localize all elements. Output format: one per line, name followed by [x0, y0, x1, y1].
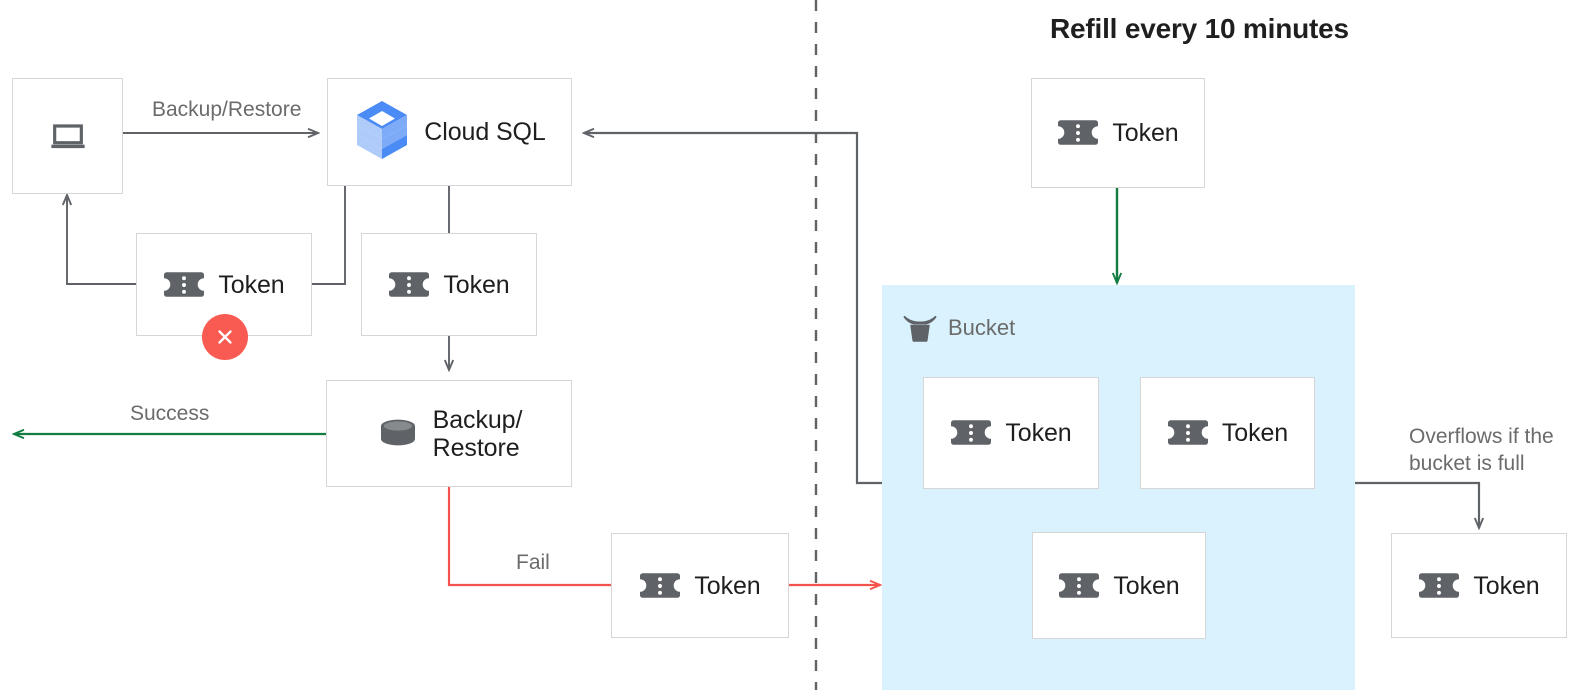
token-icon — [639, 569, 681, 603]
laptop-icon — [48, 116, 88, 156]
token-icon — [1418, 569, 1460, 603]
bucket-header: Bucket — [903, 312, 1015, 344]
edge-label-fail: Fail — [516, 551, 550, 574]
token-icon — [1057, 116, 1099, 150]
node-label: Token — [1113, 571, 1180, 600]
node-label: Token — [443, 270, 510, 299]
token-icon — [163, 268, 205, 302]
token-icon — [1167, 416, 1209, 450]
edge-label-overflow: Overflows if the bucket is full — [1409, 425, 1554, 475]
database-icon — [376, 415, 420, 453]
edge-label-backup-restore: Backup/Restore — [152, 98, 302, 121]
error-badge — [202, 314, 248, 360]
node-backup-restore[interactable]: Backup/ Restore — [326, 380, 572, 487]
cloud-sql-icon — [353, 99, 411, 165]
node-label: Cloud SQL — [424, 118, 546, 146]
node-label: Token — [1005, 419, 1072, 447]
node-cloud-sql[interactable]: Cloud SQL — [327, 78, 572, 186]
node-token-failed[interactable]: Token — [136, 233, 312, 336]
token-icon — [950, 416, 992, 450]
node-token-fail-path[interactable]: Token — [611, 533, 789, 638]
node-client[interactable] — [12, 78, 123, 194]
node-label: Token — [694, 571, 761, 600]
page-title: Refill every 10 minutes — [1050, 13, 1349, 44]
edge-label-success: Success — [130, 402, 210, 425]
node-label: Token — [1112, 119, 1179, 147]
node-label: Backup/ Restore — [432, 405, 523, 462]
node-token-bucket-1[interactable]: Token — [923, 377, 1099, 489]
edge-bucket-to-cloudsql — [584, 133, 882, 485]
node-token-bucket-3[interactable]: Token — [1032, 532, 1206, 639]
node-token-consumed[interactable]: Token — [361, 233, 537, 336]
token-icon — [388, 268, 430, 302]
bucket-label: Bucket — [948, 315, 1016, 340]
edge-token-failed-to-client — [67, 195, 136, 285]
node-label: Token — [1221, 419, 1289, 447]
edge-bucket-overflow — [1355, 481, 1479, 528]
token-icon — [1058, 569, 1100, 603]
edge-cloudsql-to-token-failed — [312, 186, 346, 285]
node-label: Token — [1473, 571, 1540, 600]
node-token-refill[interactable]: Token — [1031, 78, 1205, 188]
bucket-icon — [903, 312, 937, 344]
node-label: Token — [218, 270, 285, 299]
node-token-bucket-2[interactable]: Token — [1140, 377, 1315, 489]
node-token-overflow[interactable]: Token — [1391, 533, 1567, 638]
